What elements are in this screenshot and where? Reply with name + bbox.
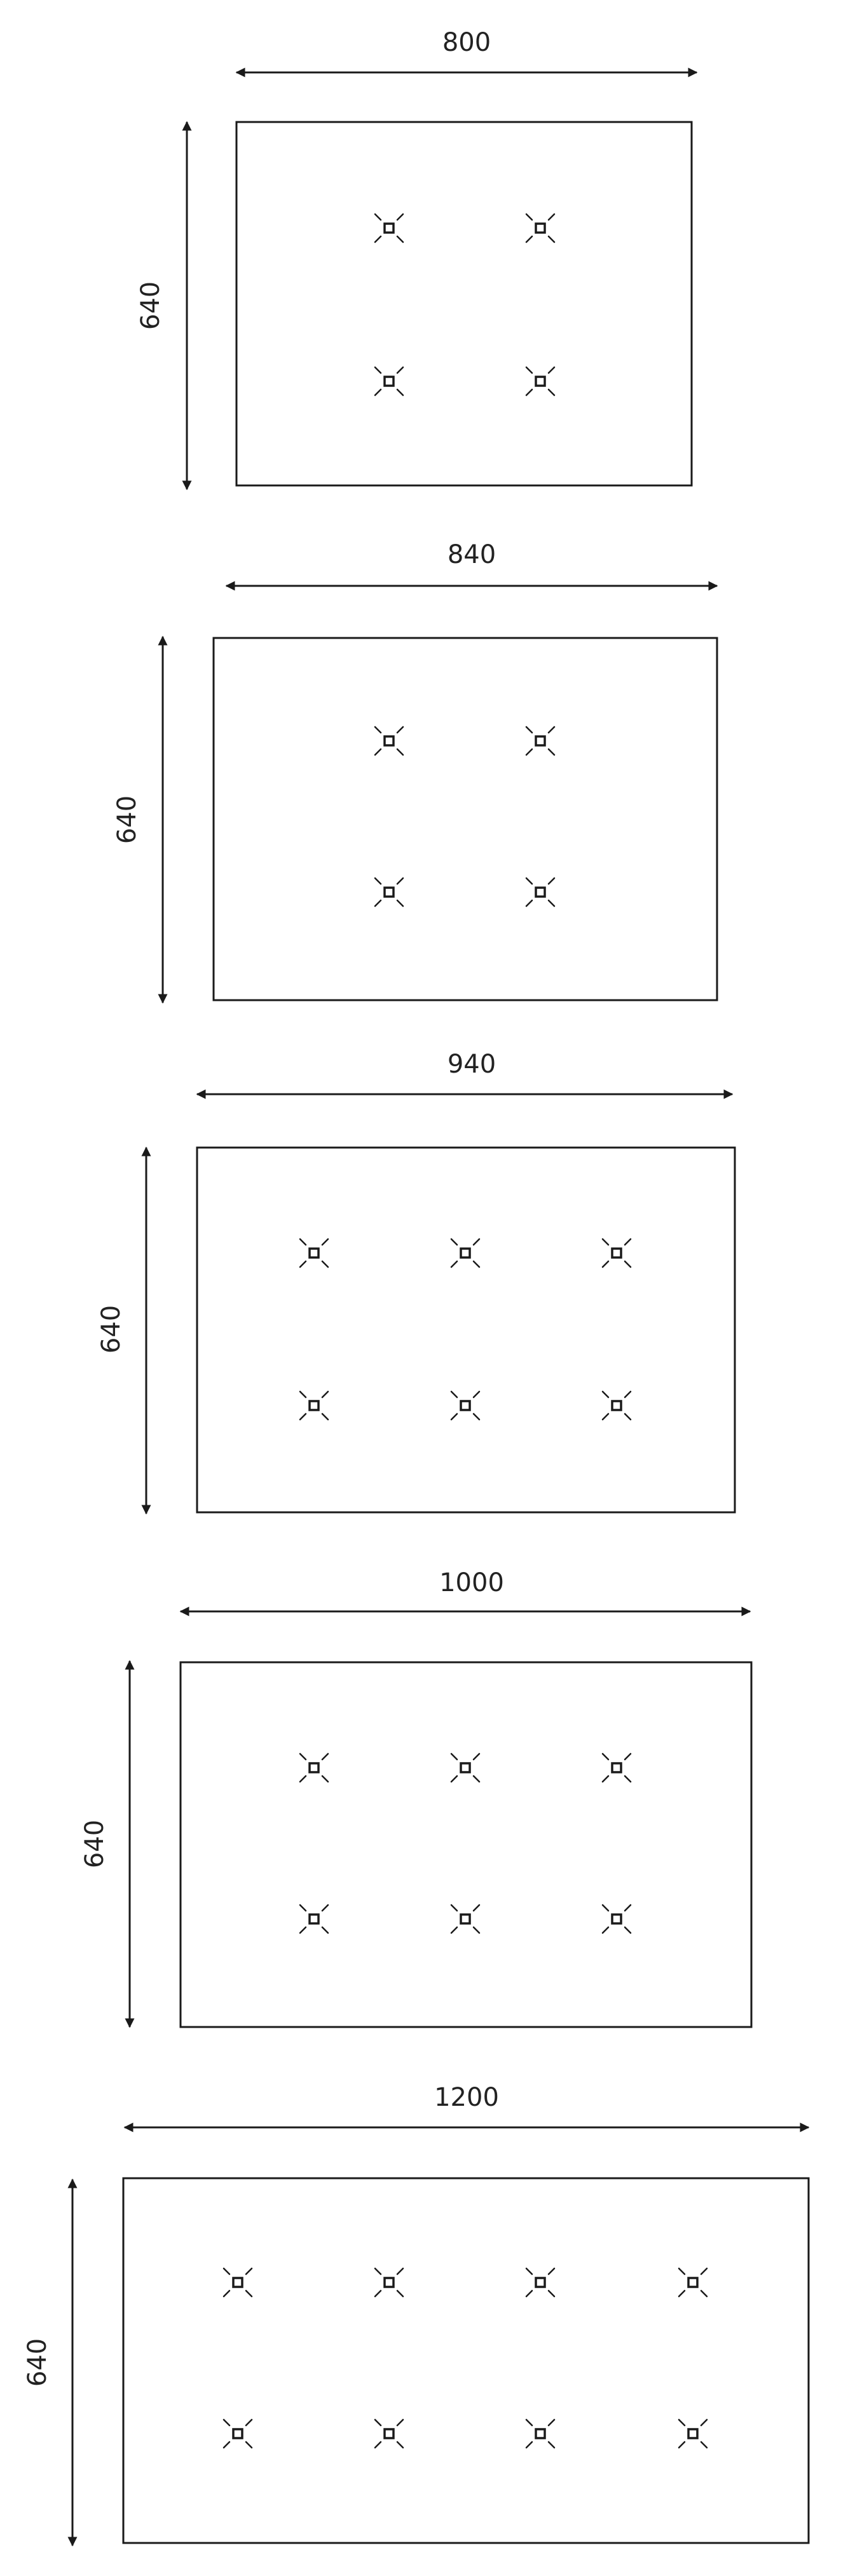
panel-outline [196, 1146, 736, 1514]
width-label: 800 [442, 28, 491, 57]
width-label: 1200 [434, 2083, 499, 2112]
mount-point-grid [222, 2267, 708, 2449]
mount-point-icon [601, 1390, 632, 1421]
width-label: 940 [448, 1050, 496, 1079]
panel-diagram-840x640: 840 640 [113, 540, 718, 1004]
mount-point-icon [525, 726, 556, 756]
mount-point-icon [299, 1390, 329, 1421]
mount-point-icon [525, 366, 556, 397]
panel-outline [235, 121, 693, 487]
mount-point-icon [678, 2418, 708, 2449]
mount-point-icon [525, 2418, 556, 2449]
mount-point-icon [450, 1390, 481, 1421]
mount-point-icon [374, 726, 404, 756]
mount-point-grid [374, 726, 556, 907]
mount-point-icon [374, 213, 404, 243]
height-label: 640 [136, 281, 165, 330]
mount-point-icon [450, 1904, 481, 1934]
mount-point-icon [374, 2418, 404, 2449]
mount-point-grid [299, 1752, 632, 1934]
mount-point-icon [601, 1752, 632, 1783]
mount-point-icon [374, 877, 404, 907]
panel-outline [179, 1661, 753, 2028]
mount-point-icon [525, 213, 556, 243]
width-label: 840 [448, 540, 496, 569]
panel-diagram-940x640: 940 640 [97, 1050, 736, 1515]
mount-point-icon [222, 2418, 253, 2449]
mount-point-icon [678, 2267, 708, 2298]
mount-point-icon [299, 1238, 329, 1268]
panel-diagram-1200x640: 1200 640 [23, 2083, 810, 2547]
height-label: 640 [23, 2338, 52, 2387]
mount-point-icon [601, 1904, 632, 1934]
mount-point-icon [222, 2267, 253, 2298]
mount-point-icon [374, 366, 404, 397]
panel-outline [212, 637, 718, 1001]
width-label: 1000 [439, 1568, 504, 1597]
height-label: 640 [113, 796, 142, 844]
mount-point-icon [450, 1238, 481, 1268]
mount-point-icon [450, 1752, 481, 1783]
mount-point-icon [374, 2267, 404, 2298]
panel-diagram-1000x640: 1000 640 [80, 1568, 753, 2028]
mount-point-icon [525, 877, 556, 907]
panel-outline [122, 2177, 810, 2544]
panel-diagram-800x640: 800 640 [136, 28, 698, 491]
mount-point-icon [525, 2267, 556, 2298]
mount-point-grid [374, 213, 556, 397]
mount-point-grid [299, 1238, 632, 1421]
mount-point-icon [601, 1238, 632, 1268]
mount-point-icon [299, 1752, 329, 1783]
height-label: 640 [97, 1305, 126, 1353]
height-label: 640 [80, 1820, 109, 1868]
mount-point-icon [299, 1904, 329, 1934]
